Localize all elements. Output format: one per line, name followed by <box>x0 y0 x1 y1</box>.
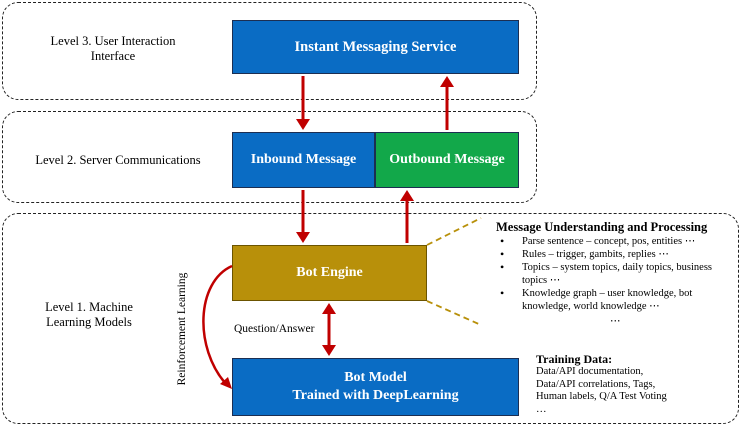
outbound-message-box: Outbound Message <box>375 132 519 188</box>
level-1-label: Level 1. Machine Learning Models <box>14 300 164 330</box>
level-2-label: Level 2. Server Communications <box>35 153 201 167</box>
inbound-message-label: Inbound Message <box>250 152 357 167</box>
reinforcement-learning-label: Reinforcement Learning <box>176 272 188 386</box>
training-data-title: Training Data: <box>536 352 613 366</box>
reinforcement-curve <box>202 264 233 385</box>
level-2-container <box>2 111 537 203</box>
level-3-label: Level 3. User Interaction Interface <box>18 34 208 64</box>
processing-item: Parse sentence – concept, pos, entities … <box>496 235 726 248</box>
level-3-container <box>2 2 537 100</box>
training-data-line: Data/API documentation, <box>536 366 644 377</box>
arrowhead-up-engine-model <box>322 303 336 314</box>
bot-model-title: Bot Model <box>344 370 407 385</box>
instant-messaging-service-box: Instant Messaging Service <box>232 20 519 74</box>
bot-engine-label: Bot Engine <box>296 265 363 280</box>
level-1-label-line2: Learning Models <box>46 315 132 329</box>
level-3-label-line2: Interface <box>90 49 136 63</box>
dashed-connector-bottom <box>426 300 482 326</box>
bot-model-subtitle: Trained with DeepLearning <box>292 388 459 403</box>
level-3-label-line1: Level 3. User Interaction <box>50 34 176 48</box>
processing-item: Knowledge graph – user knowledge, bot kn… <box>496 287 726 313</box>
training-data-line: Data/API correlations, Tags, <box>536 378 656 390</box>
arrowhead-outbound-to-ims <box>440 76 454 87</box>
level-1-label-line1: Level 1. Machine <box>45 300 133 314</box>
processing-trailing-ellipsis: ⋯ <box>610 316 621 327</box>
training-data-lines: Data/API documentation, Data/API correla… <box>536 366 736 416</box>
arrowhead-engine-to-outbound <box>400 190 414 201</box>
arrowhead-down-engine-model <box>322 345 336 356</box>
training-data-line: Human labels, Q/A Test Voting <box>536 391 667 402</box>
arrowhead-reinforcement <box>220 377 232 389</box>
processing-item: Rules – trigger, gambits, replies ⋯ <box>496 248 726 261</box>
bot-model-box: Bot Model Trained with DeepLearning <box>232 358 519 416</box>
level-1-container <box>2 213 739 424</box>
arrowhead-ims-to-inbound <box>296 119 310 130</box>
dashed-connector-top <box>426 217 482 246</box>
outbound-message-label: Outbound Message <box>389 152 505 167</box>
processing-list: Parse sentence – concept, pos, entities … <box>496 235 726 313</box>
processing-title: Message Understanding and Processing <box>496 220 708 234</box>
inbound-message-box: Inbound Message <box>232 132 375 188</box>
processing-item: Topics – system topics, daily topics, bu… <box>496 261 726 287</box>
question-answer-label: Question/Answer <box>234 323 315 335</box>
training-data-line: … <box>536 403 547 415</box>
arrowhead-inbound-to-engine <box>296 232 310 243</box>
instant-messaging-service-label: Instant Messaging Service <box>294 38 457 55</box>
bot-engine-box: Bot Engine <box>232 245 427 301</box>
